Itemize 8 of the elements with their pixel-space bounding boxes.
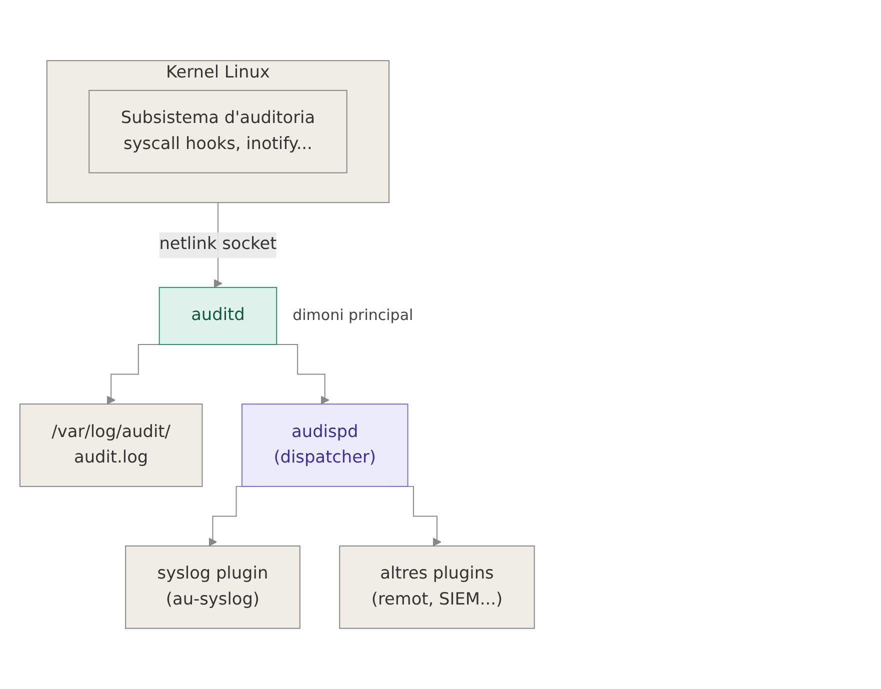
node-note: dimoni principal: [292, 306, 414, 324]
node-box: altres plugins (remot, SIEM...): [339, 546, 535, 629]
node-box: /var/log/audit/ audit.log: [19, 404, 203, 487]
node-box: auditd: [158, 286, 278, 345]
node-box: syslog plugin (au-syslog): [125, 546, 300, 629]
edge-label: netlink socket: [159, 234, 277, 254]
node-box: Subsistema d'auditoria syscall hooks, inotify...: [88, 90, 348, 174]
node-box: audispd (dispatcher): [241, 404, 408, 487]
